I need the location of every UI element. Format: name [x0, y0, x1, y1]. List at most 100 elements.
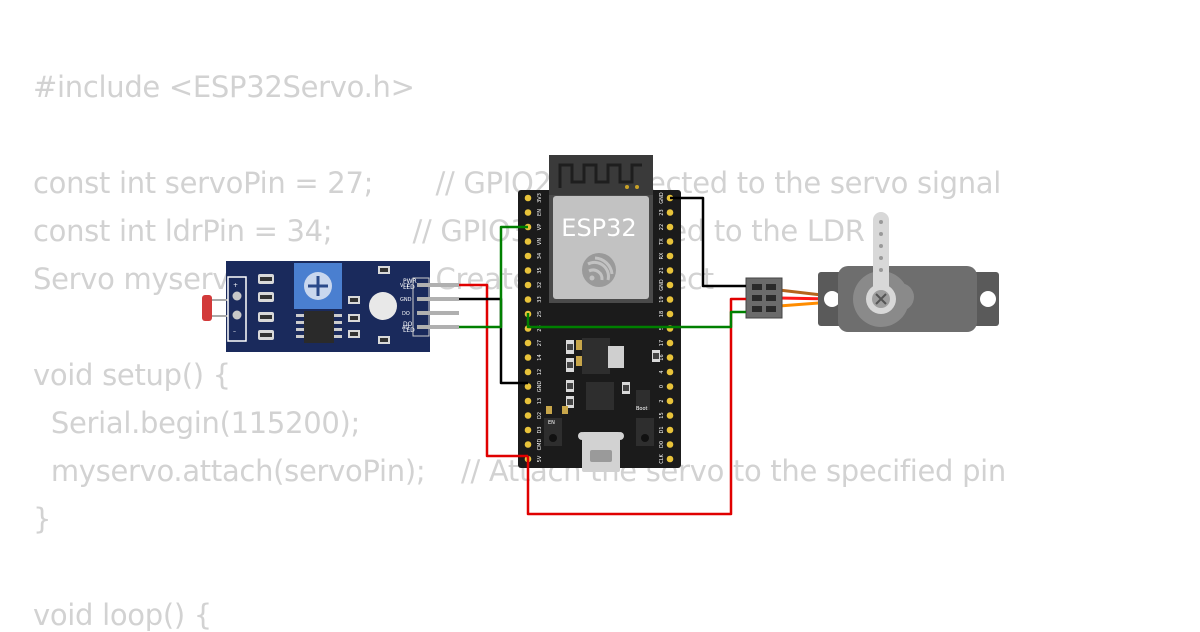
left-pin-label: 5V — [537, 455, 543, 462]
right-pin[interactable] — [666, 281, 674, 289]
left-pin-label: 26 — [537, 325, 543, 331]
header-pin-ao[interactable] — [417, 325, 459, 329]
right-pin[interactable] — [666, 296, 674, 303]
right-pin[interactable] — [666, 368, 674, 376]
regulator — [582, 338, 610, 374]
esp32-shield — [553, 196, 649, 299]
code-line: void loop() { — [33, 598, 212, 632]
right-pin[interactable] — [666, 310, 674, 318]
left-pin-label: D2 — [537, 412, 543, 419]
right-pin[interactable] — [666, 412, 674, 419]
right-pin[interactable] — [666, 339, 674, 347]
left-pin[interactable] — [524, 194, 532, 202]
plus-label: + — [233, 282, 238, 289]
boot-button[interactable] — [636, 418, 654, 446]
wire-servo-signal[interactable] — [526, 310, 746, 329]
right-pin-label: D1 — [659, 426, 665, 433]
right-pin-label: 18 — [659, 311, 665, 317]
left-pin[interactable] — [524, 426, 532, 434]
servo-connector[interactable] — [745, 277, 783, 319]
right-pin-label: 23 — [659, 209, 665, 215]
wire-ldr-ao-gpio34[interactable] — [459, 225, 528, 329]
right-pin-label: 4 — [659, 370, 665, 373]
left-pin[interactable] — [524, 281, 532, 289]
left-pin-label: EN — [537, 209, 543, 216]
right-pin-label: 2 — [659, 399, 665, 402]
right-pin[interactable] — [666, 354, 674, 361]
right-pin-label: 19 — [659, 296, 665, 302]
left-pin[interactable] — [524, 412, 532, 419]
left-pin-label: GND — [537, 381, 543, 393]
right-pin[interactable] — [666, 455, 674, 463]
left-pin-label: CMD — [537, 439, 543, 451]
code-line: } — [33, 502, 52, 536]
right-pin-label: CLK — [659, 454, 665, 464]
usb-uart-chip — [586, 382, 614, 410]
left-pin[interactable] — [524, 441, 532, 448]
module-pin-ao: AO — [402, 325, 409, 331]
right-pin-label: 22 — [659, 224, 665, 230]
left-pin[interactable] — [524, 354, 532, 361]
boot-label: Boot — [636, 406, 648, 412]
left-pin[interactable] — [524, 238, 532, 245]
left-pin[interactable] — [524, 383, 532, 390]
left-pin[interactable] — [524, 267, 532, 274]
right-pin[interactable] — [666, 441, 674, 448]
ldr-header — [227, 276, 247, 342]
left-pin-label: 25 — [537, 311, 543, 317]
minus-label: – — [233, 328, 236, 335]
left-pin[interactable] — [524, 252, 532, 260]
right-pin-label: TX — [659, 238, 665, 246]
header-pin-gnd[interactable] — [417, 297, 459, 301]
ldr-pin-1 — [232, 291, 242, 301]
right-pin[interactable] — [666, 267, 674, 274]
header-pin-do[interactable] — [417, 311, 459, 315]
left-pin-label: D3 — [537, 426, 543, 433]
right-pin-label: D0 — [659, 441, 665, 448]
right-pin[interactable] — [666, 209, 674, 216]
right-pin[interactable] — [666, 252, 674, 260]
left-pin[interactable] — [524, 368, 532, 376]
left-pin[interactable] — [524, 296, 532, 303]
left-pin-label: 14 — [537, 354, 543, 360]
esp32-board[interactable]: ESP32 3V3ENVPVN343532332526271412GND13D2… — [518, 155, 681, 472]
wire-ldr-vcc-5v[interactable] — [459, 283, 528, 458]
left-pin[interactable] — [524, 209, 532, 216]
left-pin[interactable] — [524, 339, 532, 347]
left-pin-label: VN — [537, 238, 543, 245]
right-pin-label: 0 — [659, 385, 665, 388]
right-pin-label: 5 — [659, 327, 665, 330]
left-pin-label: VP — [537, 224, 543, 230]
esp32-label: ESP32 — [561, 214, 636, 242]
code-line: myservo.attach(servoPin); // Attach the … — [33, 454, 1007, 488]
wire-servo-gnd[interactable] — [670, 196, 746, 288]
right-pin[interactable] — [666, 238, 674, 245]
right-pin-label: 21 — [659, 267, 665, 273]
module-pin-do: DO — [402, 311, 410, 317]
antenna-trace — [558, 163, 642, 188]
left-pin-label: 32 — [537, 282, 543, 288]
servo-motor[interactable] — [745, 212, 999, 332]
right-pin-label: 15 — [659, 412, 665, 418]
left-pin-label: 13 — [537, 398, 543, 404]
right-pin-label: GND — [659, 192, 665, 204]
en-button[interactable] — [544, 418, 562, 446]
module-pin-gnd: GND — [400, 297, 412, 303]
right-pin-label: 17 — [659, 340, 665, 346]
header-pin-vcc[interactable] — [417, 283, 459, 287]
espressif-logo-icon — [582, 253, 616, 287]
wire-servo-vcc[interactable] — [526, 297, 746, 516]
left-pin-label: 12 — [537, 369, 543, 375]
right-pin[interactable] — [666, 383, 674, 390]
right-pin-label: GND — [659, 279, 665, 291]
left-pin-label: 34 — [537, 253, 543, 259]
wire-ldr-gnd[interactable] — [459, 297, 528, 385]
code-line: void setup() { — [33, 358, 231, 392]
right-pin[interactable] — [666, 426, 674, 434]
right-pin[interactable] — [666, 397, 674, 405]
right-pin[interactable] — [666, 223, 674, 231]
left-pin[interactable] — [524, 397, 532, 405]
